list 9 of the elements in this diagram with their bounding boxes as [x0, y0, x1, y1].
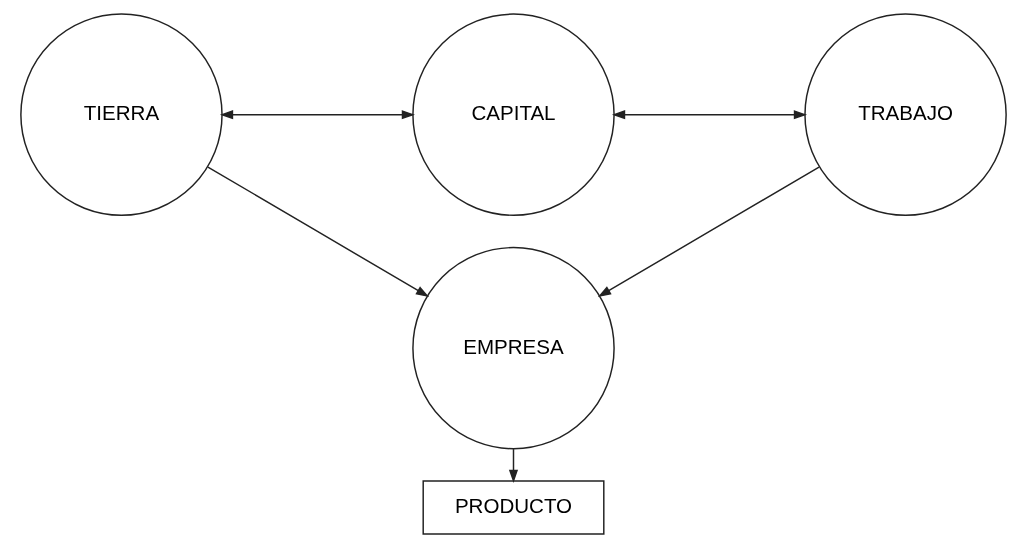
node-circle: TIERRA — [19, 13, 223, 216]
node-circle: TRABAJO — [803, 13, 1007, 216]
arrow — [219, 110, 415, 120]
arrow — [597, 166, 820, 298]
arrow — [611, 110, 807, 120]
node-circle: CAPITAL — [411, 13, 615, 216]
node-box: PRODUCTO — [421, 480, 605, 535]
arrow — [508, 448, 518, 483]
arrow — [206, 166, 429, 298]
